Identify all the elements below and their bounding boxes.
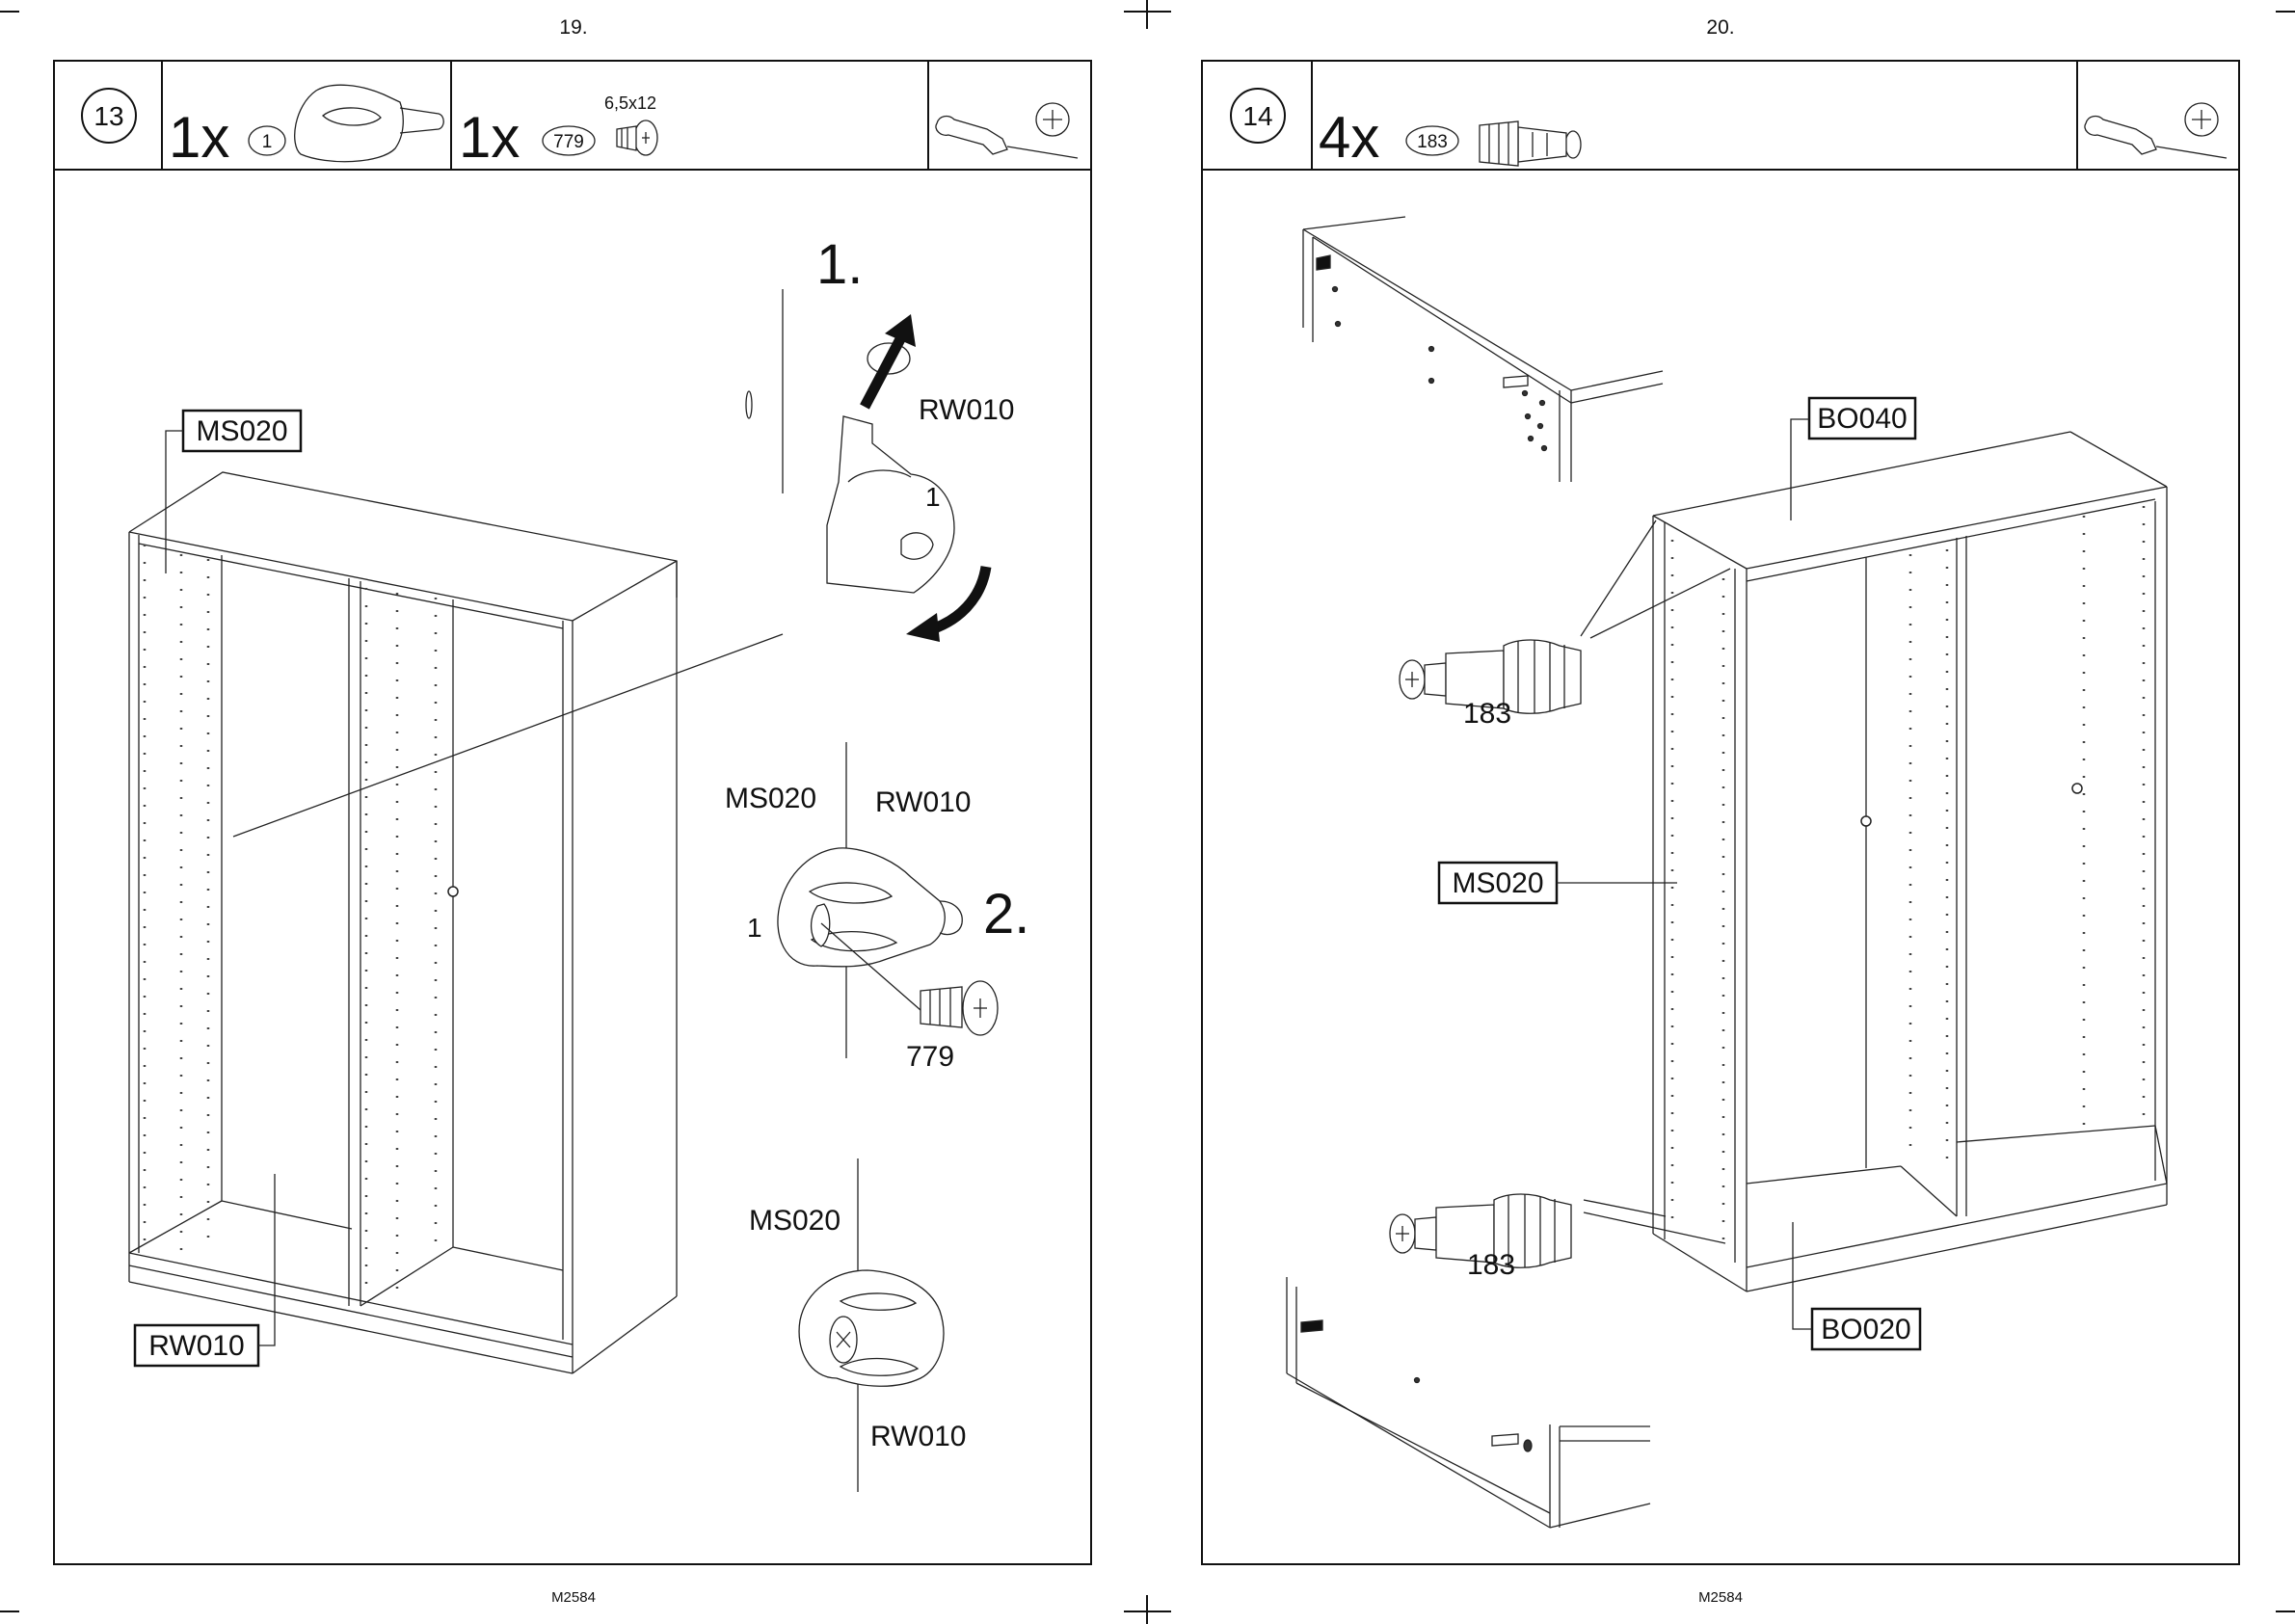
fitting-detail-1 xyxy=(746,289,954,593)
footer-code: M2584 xyxy=(551,1589,596,1606)
part-label: BO040 xyxy=(1817,403,1907,435)
step-number: 14 xyxy=(1242,101,1272,131)
part-label: RW010 xyxy=(870,1421,967,1452)
label-leader xyxy=(1791,419,1809,520)
part-size: 6,5x12 xyxy=(604,93,656,113)
page-number: 19. xyxy=(559,16,587,39)
label-leader xyxy=(1793,1222,1812,1329)
hole-columns xyxy=(1672,506,2144,1253)
part-label: 1 xyxy=(747,913,762,943)
part-label: RW010 xyxy=(875,786,972,818)
part-qty: 4x xyxy=(1319,105,1379,170)
screw-icon xyxy=(617,120,657,155)
dowel-183-top xyxy=(1400,520,1730,713)
part-label: RW010 xyxy=(919,394,1015,426)
bottom-panel-detail xyxy=(1287,1277,1650,1528)
part-label: RW010 xyxy=(148,1330,245,1362)
part-label: 183 xyxy=(1463,698,1511,730)
part-label: MS020 xyxy=(196,415,287,447)
part-label: BO020 xyxy=(1821,1314,1910,1345)
part-label: 183 xyxy=(1467,1249,1515,1281)
part-label: MS020 xyxy=(749,1205,841,1237)
part-qty: 1x xyxy=(459,105,520,170)
part-qty: 1x xyxy=(169,105,229,170)
phillips-screwdriver-icon xyxy=(936,103,1078,158)
substep-number: 2. xyxy=(983,883,1029,945)
part-label: 779 xyxy=(906,1041,954,1073)
page-number: 20. xyxy=(1706,16,1734,39)
substep-number: 1. xyxy=(816,233,863,296)
part-id: 183 xyxy=(1417,132,1448,152)
dowel-connector-icon xyxy=(1480,121,1581,166)
phillips-screwdriver-icon xyxy=(2085,103,2227,158)
part-id: 1 xyxy=(262,132,273,152)
step-number: 13 xyxy=(93,101,123,131)
top-panel-detail xyxy=(1303,217,1663,482)
label-leader xyxy=(258,1174,275,1345)
cam-lock-fitting-icon xyxy=(295,85,444,162)
hole-columns xyxy=(145,545,458,1291)
wardrobe-carcass xyxy=(1653,432,2167,1291)
footer-code: M2584 xyxy=(1698,1589,1743,1606)
detail-leader xyxy=(233,634,783,837)
page-19: 19. 13 1x 1 1x 779 6,5x12 xyxy=(54,16,1091,1606)
part-id: 779 xyxy=(553,132,584,152)
part-label: 1 xyxy=(925,482,941,512)
page-20: 20. 14 4x 183 xyxy=(1202,16,2239,1606)
part-label: MS020 xyxy=(725,783,816,814)
wardrobe-carcass xyxy=(129,472,677,1373)
part-label: MS020 xyxy=(1452,867,1543,899)
dowel-183-bottom xyxy=(1390,1194,1725,1267)
